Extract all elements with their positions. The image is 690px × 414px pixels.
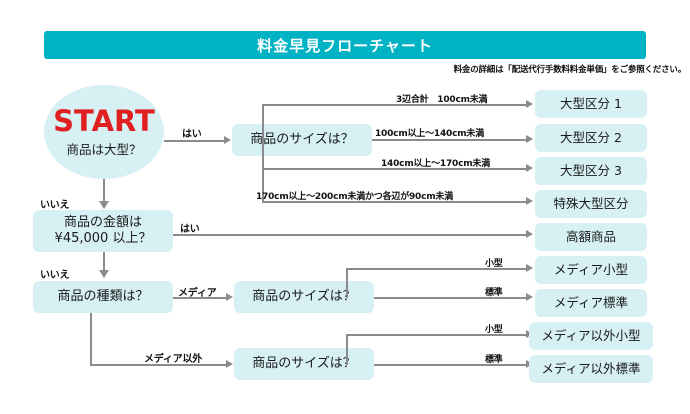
arrow-kind-other	[226, 360, 233, 368]
decision-price: 商品の金額は ¥45,000 以上？	[33, 210, 173, 252]
decision-price-line1: 商品の金額は	[63, 214, 142, 230]
result-box: 大型区分 1	[535, 90, 647, 118]
subtitle-note: 料金の詳細は「配送代行手数料料金単価」をご参照ください。	[453, 65, 687, 75]
result-box: メディア以外小型	[529, 322, 653, 350]
start-node: START 商品は大型？	[44, 85, 164, 179]
arrow-start-yes	[224, 136, 231, 144]
edge-label-size-1: 3辺合計 100cm未満	[396, 95, 488, 105]
edge-size-branch-down	[262, 139, 264, 201]
arrow-size-4	[526, 197, 533, 205]
arrow-price-no	[99, 270, 109, 278]
result-box: 大型区分 3	[535, 157, 647, 185]
start-label: START	[53, 103, 155, 138]
edge-size-1	[262, 104, 528, 106]
edge-start-yes	[164, 140, 226, 142]
edge-size-2	[372, 139, 528, 141]
edge-media-small	[346, 268, 528, 270]
page-title: 料金早見フローチャート	[44, 31, 646, 59]
edge-price-no	[103, 252, 105, 272]
result-box: メディア標準	[535, 289, 647, 317]
edge-price-yes	[173, 234, 528, 236]
decision-size-large: 商品のサイズは？	[232, 124, 372, 156]
edge-label-media: メディア	[178, 288, 217, 299]
arrow-start-no	[99, 201, 109, 209]
edge-kind-other-h	[90, 364, 228, 366]
edge-other-branch-up	[346, 334, 348, 365]
edge-kind-other-v	[90, 313, 92, 366]
edge-media-branch-up	[346, 268, 348, 298]
result-box: メディア以外標準	[529, 355, 653, 383]
result-box: 大型区分 2	[535, 124, 647, 152]
edge-other-standard	[374, 364, 528, 366]
edge-label-other-small: 小型	[485, 325, 503, 335]
arrow-size-2	[526, 135, 533, 143]
edge-media-standard	[374, 297, 528, 299]
decision-size-media: 商品のサイズは？	[234, 281, 374, 313]
decision-kind: 商品の種類は？	[33, 281, 173, 313]
decision-size-other: 商品のサイズは？	[234, 348, 374, 380]
arrow-size-1	[526, 100, 533, 108]
edge-label-no-large: いいえ	[40, 200, 70, 211]
edge-label-other-standard: 標準	[485, 355, 503, 365]
arrow-price-yes	[526, 230, 533, 238]
edge-label-size-2: 100cm以上〜140cm未満	[375, 129, 484, 139]
edge-label-media-standard: 標準	[485, 288, 503, 298]
result-box: 特殊大型区分	[535, 190, 647, 218]
edge-label-yes-large: はい	[182, 129, 202, 140]
edge-other-small	[346, 334, 528, 336]
edge-label-media-small: 小型	[485, 259, 503, 269]
result-box: メディア小型	[535, 256, 647, 284]
edge-size-branch-up	[262, 104, 264, 140]
edge-size-3	[262, 168, 528, 170]
arrow-size-3	[526, 164, 533, 172]
arrow-kind-media	[226, 293, 233, 301]
edge-label-yes-price: はい	[180, 224, 200, 235]
start-question: 商品は大型？	[66, 141, 142, 157]
result-box: 高額商品	[535, 223, 647, 251]
arrow-media-small	[526, 264, 533, 272]
arrow-media-standard	[526, 293, 533, 301]
edge-size-4	[262, 201, 528, 203]
edge-label-size-4: 170cm以上〜200cm未満かつ各辺が90cm未満	[256, 192, 454, 202]
edge-kind-media	[173, 297, 228, 299]
decision-price-line2: ¥45,000 以上？	[54, 231, 152, 246]
edge-start-no	[103, 179, 105, 203]
edge-label-no-price: いいえ	[40, 270, 70, 281]
edge-label-size-3: 140cm以上〜170cm未満	[381, 159, 490, 169]
edge-label-non-media: メディア以外	[144, 354, 203, 365]
